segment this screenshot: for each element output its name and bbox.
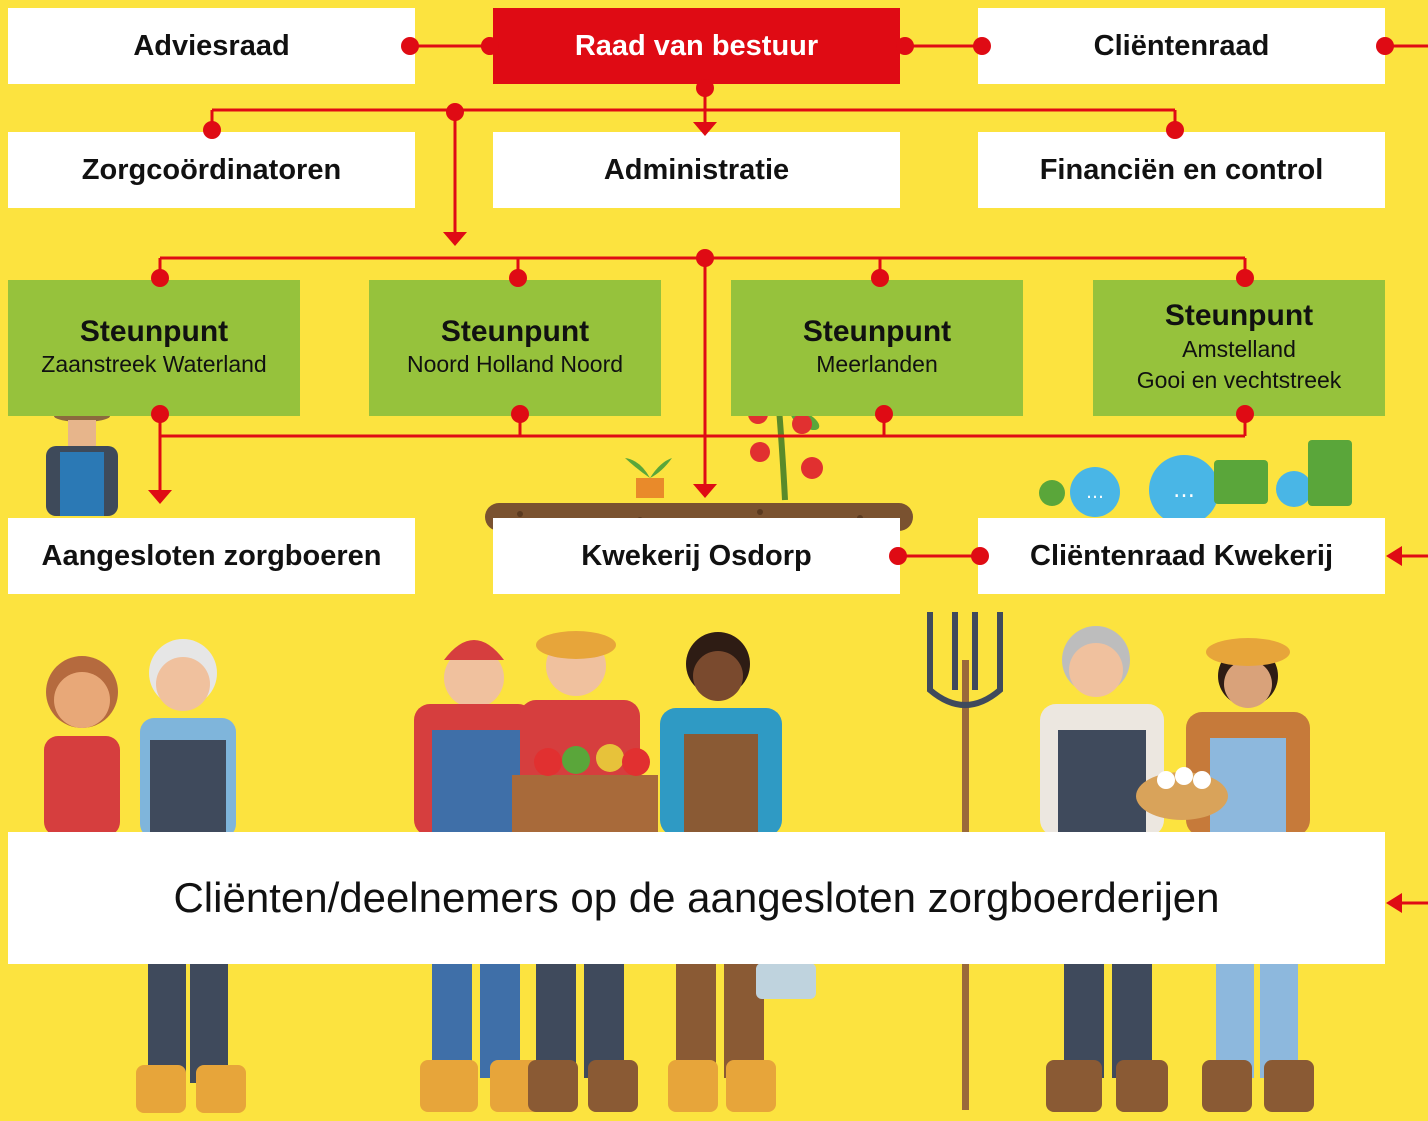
support-point-box-4: Steunpunt Amstelland Gooi en vechtstreek (1093, 280, 1385, 416)
svg-text:…: … (1173, 478, 1195, 503)
arrow-head (148, 490, 172, 504)
arrow-head (1386, 546, 1402, 566)
nursery-council-box: Cliëntenraad Kwekerij (978, 518, 1385, 594)
connector-dot (896, 37, 914, 55)
administration-label: Administratie (603, 153, 790, 186)
connector-dot (971, 547, 989, 565)
support-point-title: Steunpunt (79, 314, 229, 348)
connector-dot (696, 249, 714, 267)
care-coordinators-box: Zorgcoördinatoren (8, 132, 415, 208)
administration-box: Administratie (493, 132, 900, 208)
advisory-board-box: Adviesraad (8, 8, 415, 84)
connector-dot (1166, 121, 1184, 139)
connector-dot (446, 103, 464, 121)
connector-dot (696, 79, 714, 97)
connector-dot (1376, 37, 1394, 55)
board-of-directors-box: Raad van bestuur (493, 8, 900, 84)
farmers-box: Aangesloten zorgboeren (8, 518, 415, 594)
connector-dot (203, 121, 221, 139)
support-point-box-3: Steunpunt Meerlanden (731, 280, 1023, 416)
board-of-directors-label: Raad van bestuur (574, 29, 819, 62)
nursery-council-label: Cliëntenraad Kwekerij (1030, 539, 1333, 572)
speech-bubbles-illustration: … … (1039, 440, 1352, 525)
support-point-box-2: Steunpunt Noord Holland Noord (369, 280, 661, 416)
clients-label: Cliënten/deelnemers op de aangesloten zo… (173, 874, 1220, 921)
support-point-region: Meerlanden (816, 351, 938, 378)
client-council-box: Cliëntenraad (978, 8, 1385, 84)
nursery-box: Kwekerij Osdorp (493, 518, 900, 594)
arrow-head (443, 232, 467, 246)
connector-dot (889, 547, 907, 565)
connector-dot (871, 269, 889, 287)
clients-box: Cliënten/deelnemers op de aangesloten zo… (8, 832, 1385, 964)
arrow-head (693, 122, 717, 136)
support-point-title: Steunpunt (440, 314, 590, 348)
care-coordinators-label: Zorgcoördinatoren (81, 153, 342, 186)
support-point-region: Amstelland (1182, 335, 1296, 362)
connector-dot (509, 269, 527, 287)
connector-dot (151, 405, 169, 423)
farmers-group-illustration (44, 612, 1314, 1113)
connector-dot (151, 269, 169, 287)
connector-dot (511, 405, 529, 423)
advisory-board-label: Adviesraad (133, 29, 290, 62)
farmer-illustration-small (46, 405, 118, 516)
connector-dot (973, 37, 991, 55)
support-point-title: Steunpunt (1164, 299, 1314, 333)
nursery-label: Kwekerij Osdorp (581, 539, 812, 572)
finance-label: Financiën en control (1039, 153, 1324, 186)
arrow-head (693, 484, 717, 498)
support-point-box-1: Steunpunt Zaanstreek Waterland (8, 280, 300, 416)
svg-text:…: … (1086, 482, 1104, 503)
support-point-region: Gooi en vechtstreek (1136, 367, 1342, 394)
connector-dot (1236, 269, 1254, 287)
connector-dot (875, 405, 893, 423)
support-point-region: Noord Holland Noord (406, 351, 624, 378)
client-council-label: Cliëntenraad (1093, 29, 1270, 62)
arrow-head (1386, 893, 1402, 913)
finance-box: Financiën en control (978, 132, 1385, 208)
connector-dot (1236, 405, 1254, 423)
support-point-title: Steunpunt (802, 314, 952, 348)
support-point-region: Zaanstreek Waterland (41, 351, 267, 378)
farmers-label: Aangesloten zorgboeren (41, 539, 382, 572)
connector-dot (481, 37, 499, 55)
connector-dot (401, 37, 419, 55)
